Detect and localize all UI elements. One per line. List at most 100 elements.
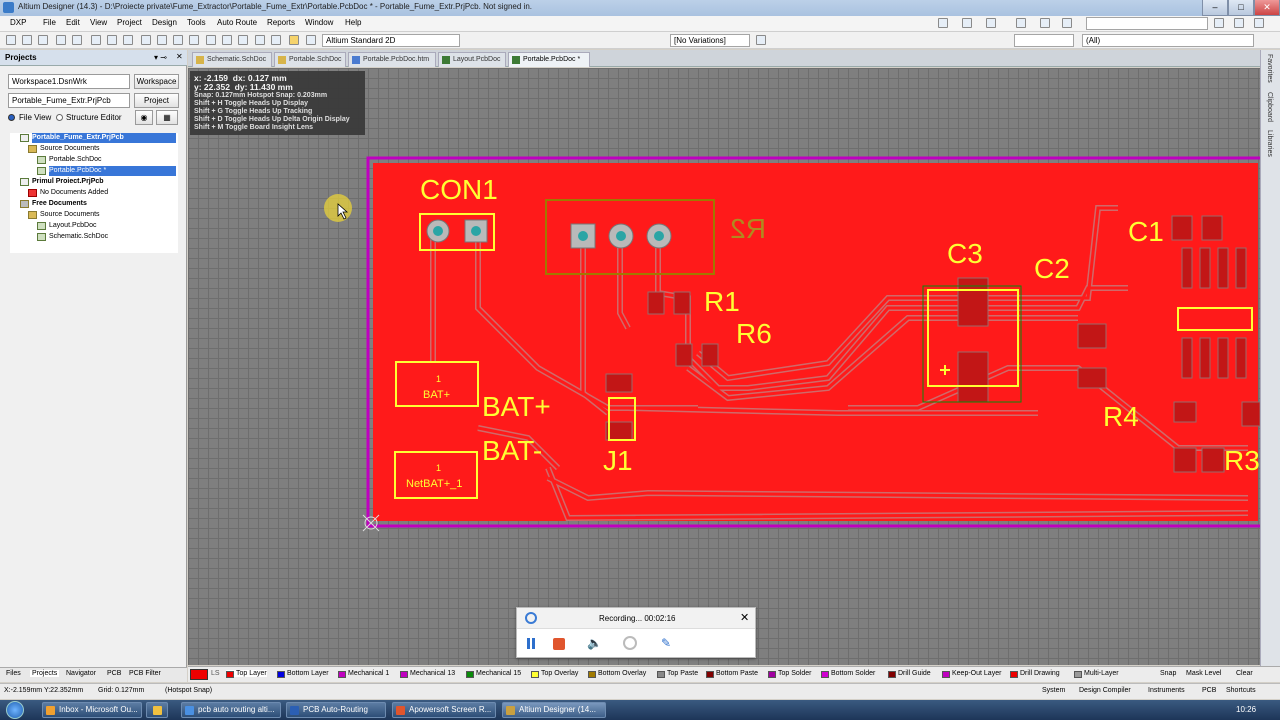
menu-project[interactable]: Project xyxy=(117,18,142,27)
taskbar-item-word[interactable]: PCB Auto-Routing xyxy=(286,702,386,718)
zoom-icon[interactable] xyxy=(72,35,82,45)
tree-doc-portable-pcb[interactable]: Portable.PcbDoc * xyxy=(37,166,176,176)
tab-pcb[interactable]: PCB xyxy=(107,670,122,677)
mute-icon[interactable]: 🔈 xyxy=(587,636,602,650)
project-button[interactable]: Project xyxy=(134,93,179,108)
help-icon[interactable] xyxy=(306,35,316,45)
redo-icon[interactable] xyxy=(271,35,281,45)
stop-icon[interactable] xyxy=(553,638,565,650)
layer-keepout[interactable]: Keep-Out Layer xyxy=(942,670,1001,678)
toolbar-icon[interactable] xyxy=(962,18,972,28)
pcb-canvas[interactable]: CON1 R2 R1 R6 C3 C2 C1 BAT+ BAT- J1 R4 R… xyxy=(188,68,1260,665)
home-icon[interactable] xyxy=(1254,18,1264,28)
status-shortcuts[interactable]: Shortcuts xyxy=(1226,687,1256,694)
status-design-compiler[interactable]: Design Compiler xyxy=(1079,687,1131,694)
toolbar-icon[interactable] xyxy=(1016,18,1026,28)
zoom-area-icon[interactable] xyxy=(157,35,167,45)
tree-folder[interactable]: Source Documents xyxy=(28,144,100,154)
back-icon[interactable] xyxy=(1214,18,1224,28)
compile-icon[interactable]: ◉ xyxy=(135,110,153,125)
tab-portable-sch[interactable]: Portable.SchDoc xyxy=(274,52,346,67)
status-instruments[interactable]: Instruments xyxy=(1148,687,1185,694)
tab-portable-htm[interactable]: Portable.PcbDoc.htm xyxy=(348,52,436,67)
zoom-fit-icon[interactable] xyxy=(141,35,151,45)
layer-mask-level[interactable]: Mask Level xyxy=(1186,670,1222,677)
taskbar-item-browser[interactable]: pcb auto routing alti... xyxy=(181,702,281,718)
menu-view[interactable]: View xyxy=(90,18,108,27)
layer-drill-guide[interactable]: Drill Guide xyxy=(888,670,931,678)
cross-probe-icon[interactable] xyxy=(173,35,183,45)
pen-icon[interactable]: ✎ xyxy=(661,636,672,650)
file-view-radio[interactable] xyxy=(8,114,15,121)
menu-dxp[interactable]: DXP xyxy=(10,18,27,27)
view-config-combo[interactable]: Altium Standard 2D xyxy=(322,34,460,47)
workspace-combo[interactable]: Workspace1.DsnWrk xyxy=(8,74,130,89)
workspace-button[interactable]: Workspace xyxy=(134,74,179,89)
toolbar-icon[interactable] xyxy=(1040,18,1050,28)
layer-mech13[interactable]: Mechanical 13 xyxy=(400,670,455,678)
toolbar-icon[interactable] xyxy=(938,18,948,28)
taskbar-item-folder[interactable] xyxy=(146,702,168,718)
variant-icon[interactable] xyxy=(756,35,766,45)
libraries-tab[interactable]: Libraries xyxy=(1266,130,1273,157)
tree-doc-layout[interactable]: Layout.PcbDoc xyxy=(37,221,96,231)
save-icon[interactable] xyxy=(38,35,48,45)
status-pcb[interactable]: PCB xyxy=(1202,687,1217,694)
tab-navigator[interactable]: Navigator xyxy=(66,670,96,677)
close-button[interactable]: ✕ xyxy=(1254,0,1280,16)
toolbar-icon[interactable] xyxy=(986,18,996,28)
tab-projects[interactable]: Projects xyxy=(30,670,60,677)
tab-files[interactable]: Files xyxy=(6,670,21,677)
taskbar-item-outlook[interactable]: Inbox - Microsoft Ou... xyxy=(42,702,142,718)
layer-bottom[interactable]: Bottom Layer xyxy=(277,670,329,678)
clock[interactable]: 10:26 xyxy=(1236,705,1257,714)
tree-folder[interactable]: Source Documents xyxy=(28,210,100,220)
tab-pcb-filter[interactable]: PCB Filter xyxy=(129,670,161,677)
layer-multi[interactable]: Multi-Layer xyxy=(1074,670,1119,678)
tree-project-main[interactable]: Portable_Fume_Extr.PrjPcb xyxy=(20,133,176,143)
menu-window[interactable]: Window xyxy=(305,18,334,27)
forward-icon[interactable] xyxy=(1234,18,1244,28)
status-system[interactable]: System xyxy=(1042,687,1066,694)
tree-doc-portable-sch[interactable]: Portable.SchDoc xyxy=(37,155,102,165)
layer-set-button[interactable]: LS xyxy=(211,670,220,677)
clear-icon[interactable] xyxy=(238,35,248,45)
tab-schematic[interactable]: Schematic.SchDoc xyxy=(192,52,272,67)
layer-icon[interactable] xyxy=(123,35,133,45)
layer-mech1[interactable]: Mechanical 1 xyxy=(338,670,389,678)
layer-bottom-paste[interactable]: Bottom Paste xyxy=(706,670,758,678)
layer-drill-drawing[interactable]: Drill Drawing xyxy=(1010,670,1060,678)
structure-editor-radio[interactable] xyxy=(56,114,63,121)
menu-tools[interactable]: Tools xyxy=(187,18,206,27)
tree-doc-schematic[interactable]: Schematic.SchDoc xyxy=(37,232,108,242)
menu-reports[interactable]: Reports xyxy=(267,18,296,27)
menu-file[interactable]: File xyxy=(43,18,56,27)
options-icon[interactable]: ▦ xyxy=(156,110,178,125)
menu-design[interactable]: Design xyxy=(152,18,177,27)
toolbar-icon[interactable] xyxy=(1062,18,1072,28)
deselect-icon[interactable] xyxy=(206,35,216,45)
pin-icon[interactable]: ▾ ⊸ xyxy=(154,53,167,62)
project-field[interactable]: Portable_Fume_Extr.PrjPcb xyxy=(8,93,130,108)
taskbar-item-altium[interactable]: Altium Designer (14... xyxy=(502,702,606,718)
layer-bottom-solder[interactable]: Bottom Solder xyxy=(821,670,875,678)
tree-project-primul[interactable]: Primul Proiect.PrjPcb xyxy=(20,177,104,187)
layer-bottom-overlay[interactable]: Bottom Overlay xyxy=(588,670,646,678)
layer-clear[interactable]: Clear xyxy=(1236,670,1253,677)
layer-top[interactable]: Top Layer xyxy=(226,670,267,678)
menu-auto-route[interactable]: Auto Route xyxy=(217,18,258,27)
tree-free-documents[interactable]: Free Documents xyxy=(20,199,87,209)
new-icon[interactable] xyxy=(6,35,16,45)
move-icon[interactable] xyxy=(222,35,232,45)
tab-layout-pcb[interactable]: Layout.PcbDoc xyxy=(438,52,506,67)
layer-mech15[interactable]: Mechanical 15 xyxy=(466,670,521,678)
view-3d-icon[interactable] xyxy=(91,35,101,45)
open-icon[interactable] xyxy=(22,35,32,45)
pause-icon[interactable] xyxy=(527,638,530,649)
filter-combo[interactable]: (All) xyxy=(1082,34,1254,47)
layer-top-paste[interactable]: Top Paste xyxy=(657,670,698,678)
pcb-board-drawing[interactable]: CON1 R2 R1 R6 C3 C2 C1 BAT+ BAT- J1 R4 R… xyxy=(188,68,1260,665)
current-layer-swatch[interactable] xyxy=(190,669,208,680)
variations-combo[interactable]: [No Variations] xyxy=(670,34,750,47)
filter-combo-left[interactable] xyxy=(1014,34,1074,47)
